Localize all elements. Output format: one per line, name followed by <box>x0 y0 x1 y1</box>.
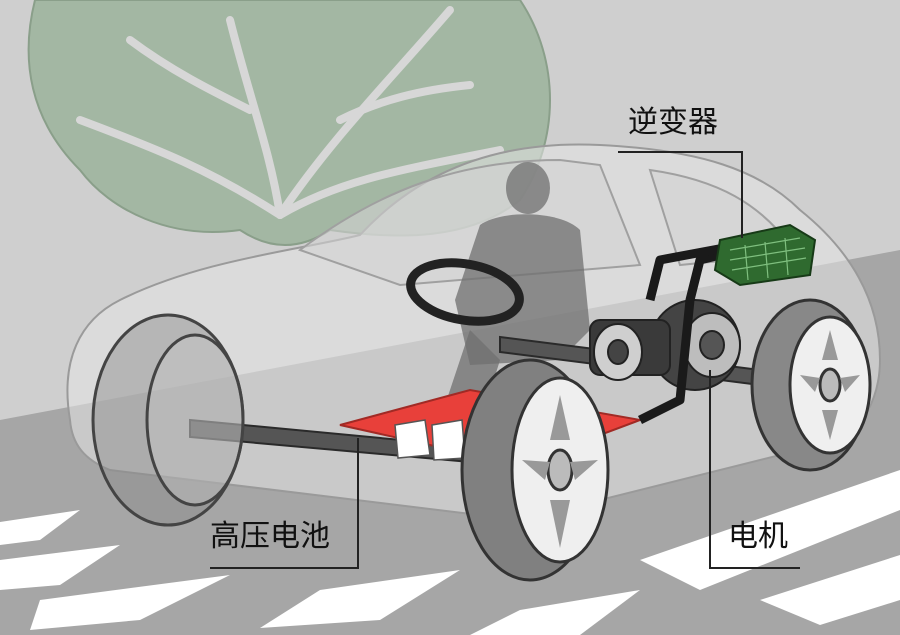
crosswalk <box>0 470 900 635</box>
hv-cables <box>637 240 742 425</box>
inverter-unit <box>713 223 817 287</box>
leader-lines <box>210 151 800 569</box>
wheel-front-left <box>460 358 610 582</box>
motor-label: 电机 <box>728 519 788 554</box>
leader-inverter <box>618 151 743 238</box>
leader-battery <box>210 438 359 569</box>
wheel-front-right <box>750 298 872 472</box>
battery-label: 高压电池 <box>210 519 330 554</box>
inverter-label: 逆变器 <box>628 105 718 140</box>
steering-wheel <box>406 258 524 326</box>
leader-motor <box>709 370 800 569</box>
wheel-rear-left <box>91 313 245 527</box>
